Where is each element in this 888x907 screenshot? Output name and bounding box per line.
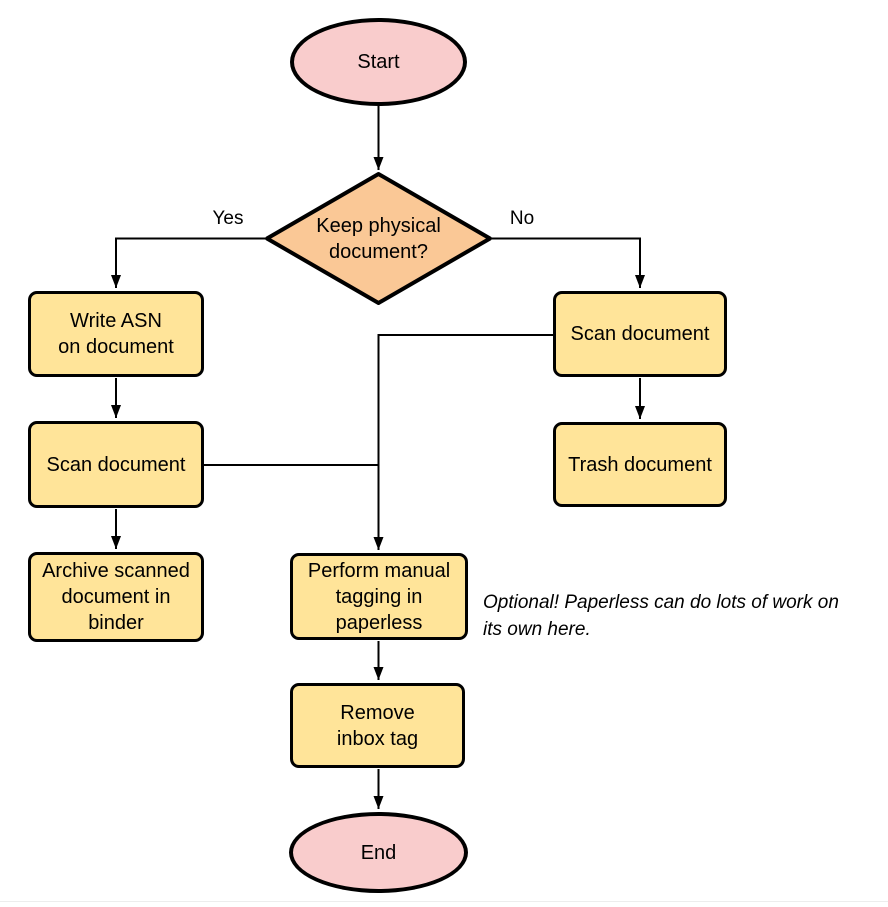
archive-document-label: Archive scanned document in binder [42, 560, 190, 634]
start-node-label: Start [357, 51, 400, 73]
end-node-label: End [360, 841, 397, 864]
decision-node-label: Keep physical document? [316, 214, 441, 263]
annotation-text: Optional! Paperless can do lots of work … [483, 592, 839, 640]
scan-document-left-node: Scan document [28, 421, 204, 508]
trash-document-label: Trash document [568, 453, 712, 476]
scan-document-left-label: Scan document [46, 453, 186, 476]
edge-decision-scan-right [492, 237, 645, 288]
decision-node-shape [265, 172, 492, 305]
decision-node: Keep physical document? [265, 172, 492, 305]
write-asn-node: Write ASN on document [28, 291, 204, 377]
scan-document-right-node: Scan document [553, 291, 727, 377]
write-asn-node-label: Write ASN on document [58, 310, 174, 358]
scan-document-right-label: Scan document [570, 323, 710, 345]
end-node: End [289, 812, 468, 893]
remove-inbox-tag-label: Remove inbox tag [336, 701, 419, 750]
no-branch-label: No [509, 208, 535, 229]
remove-inbox-tag-node: Remove inbox tag [290, 683, 465, 768]
archive-document-node: Archive scanned document in binder [28, 552, 204, 642]
start-node: Start [290, 18, 467, 106]
perform-tagging-label: Perform manual tagging in paperless [307, 559, 451, 634]
perform-tagging-node: Perform manual tagging in paperless [290, 553, 468, 640]
trash-document-node: Trash document [553, 422, 727, 507]
edge-scan-right-perform [373, 334, 553, 550]
edge-decision-write-asn [111, 237, 265, 288]
bottom-divider [0, 901, 888, 902]
yes-branch-label: Yes [212, 208, 244, 229]
